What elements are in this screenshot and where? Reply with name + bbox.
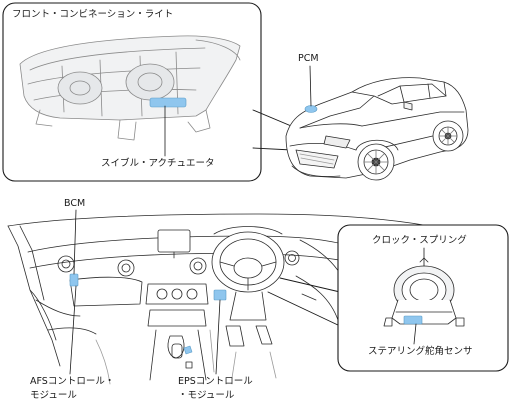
steering-angle-sensor-highlight (403, 315, 423, 325)
clock-spring-connector-bottom (267, 291, 341, 327)
afs-leader (69, 285, 77, 375)
clock-spring-drawing (383, 257, 465, 327)
eps-module-label-line2: ・モジュール (178, 390, 235, 401)
vehicle-exterior-drawing (285, 77, 469, 181)
clock-spring-connector-top (279, 277, 341, 293)
pcm-leader (309, 65, 312, 107)
clock-spring-label: クロック・スプリング (372, 235, 467, 246)
pcm-label: PCM (298, 53, 319, 64)
swivel-actuator-label: スイブル・アクチュエータ (101, 158, 215, 169)
headlight-label: フロント・コンビネーション・ライト (12, 9, 174, 20)
bcm-label: BCM (64, 198, 86, 209)
bcm-highlight (69, 273, 79, 287)
bcm-leader (73, 209, 77, 275)
pcm-highlight (304, 105, 318, 113)
steering-angle-sensor-leader (413, 323, 417, 345)
eps-module-label-line1: EPSコントロール (178, 376, 253, 387)
afs-module-label-line2: モジュール (30, 390, 77, 401)
afs-module-label-line1: AFSコントロール・ (30, 376, 115, 387)
steering-angle-sensor-label: ステアリング舵角センサ (368, 346, 473, 357)
dashboard-interior-drawing (7, 213, 441, 385)
headlight-callout-connector-top (252, 109, 297, 129)
swivel-actuator-highlight (149, 97, 187, 108)
eps-leader (215, 299, 221, 375)
headlight-callout-connector-bottom (252, 147, 293, 151)
eps-highlight (213, 289, 227, 301)
